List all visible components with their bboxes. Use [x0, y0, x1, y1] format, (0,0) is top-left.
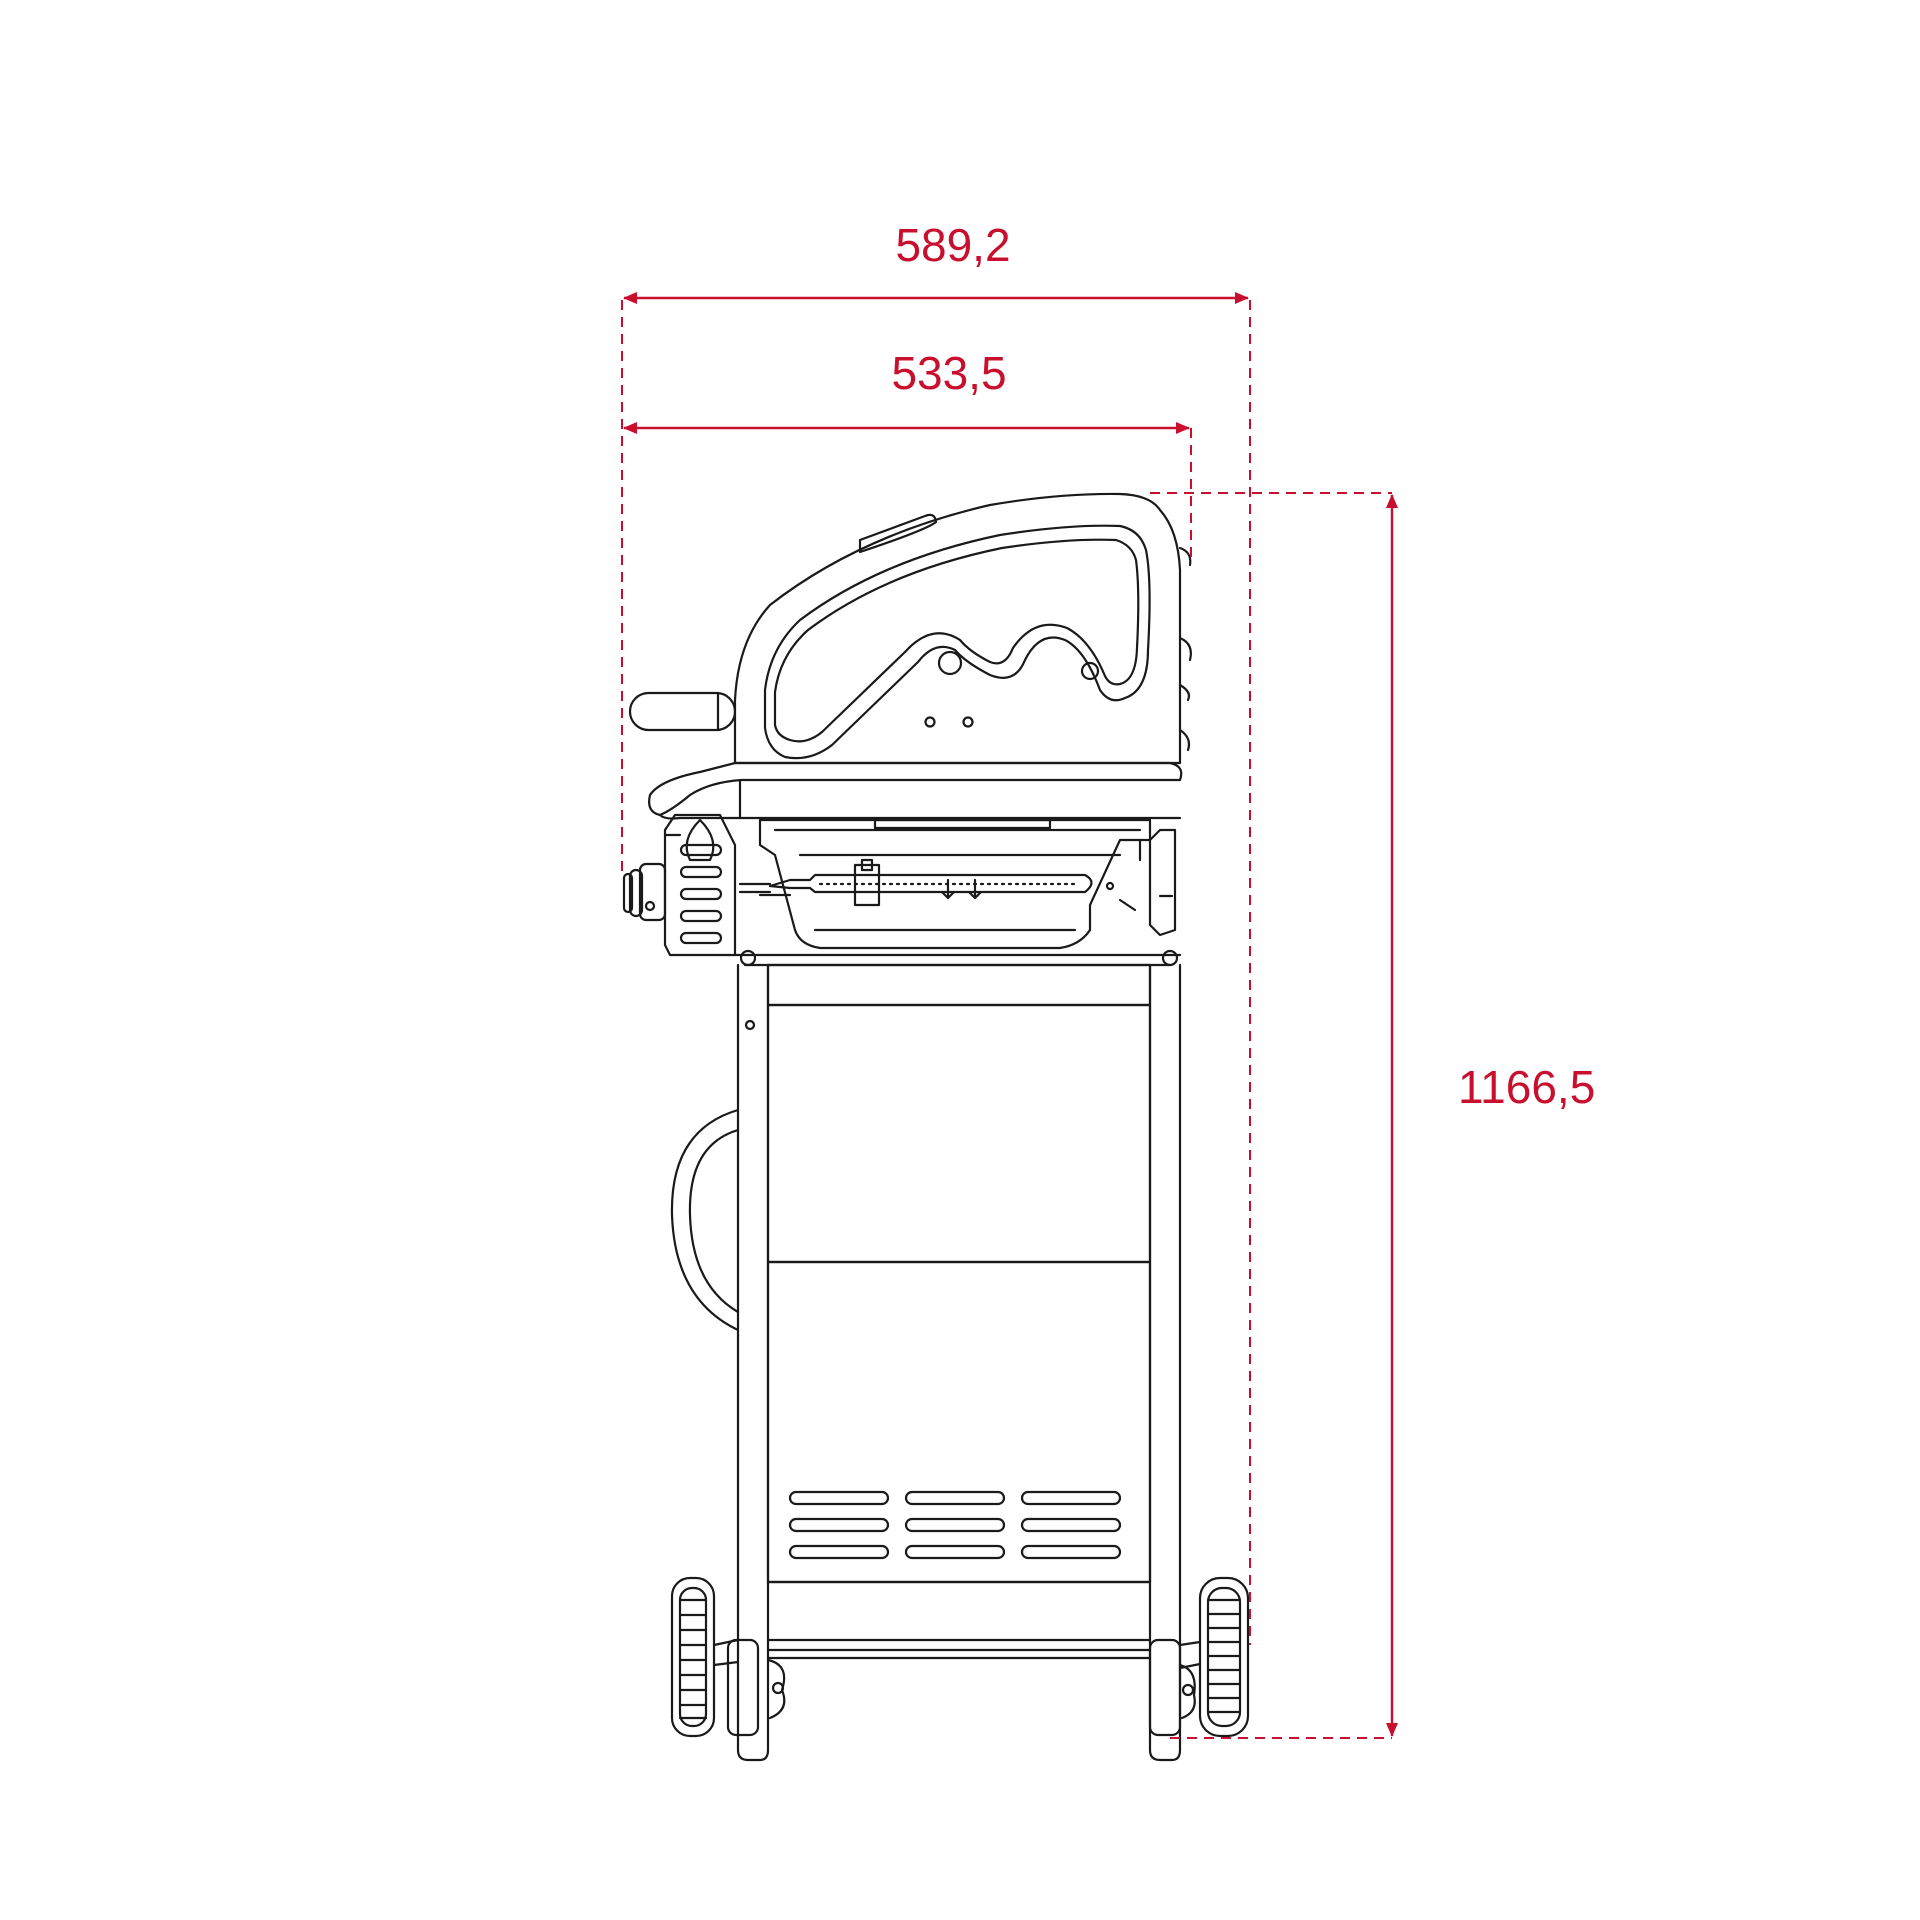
right-wheel [1178, 1576, 1250, 1738]
firebox [738, 818, 1177, 950]
control-knob-panel [622, 813, 737, 957]
dimension-lines [621, 292, 1398, 1739]
left-wheel [670, 1576, 740, 1738]
front-handle [628, 691, 737, 732]
dimension-total-width-label: 589,2 [895, 219, 1011, 271]
right-caster [1148, 1638, 1196, 1737]
grill-outline [622, 492, 1250, 1762]
vent-slots [788, 1490, 1122, 1560]
grill-lid [733, 492, 1192, 765]
tank-ring [670, 1108, 740, 1332]
dimension-height-label: 1166,5 [1458, 1061, 1596, 1113]
side-shelf [648, 761, 1183, 820]
left-caster [726, 1638, 786, 1737]
cart-frame [733, 949, 1182, 1762]
dimension-body-width-label: 533,5 [891, 347, 1007, 399]
